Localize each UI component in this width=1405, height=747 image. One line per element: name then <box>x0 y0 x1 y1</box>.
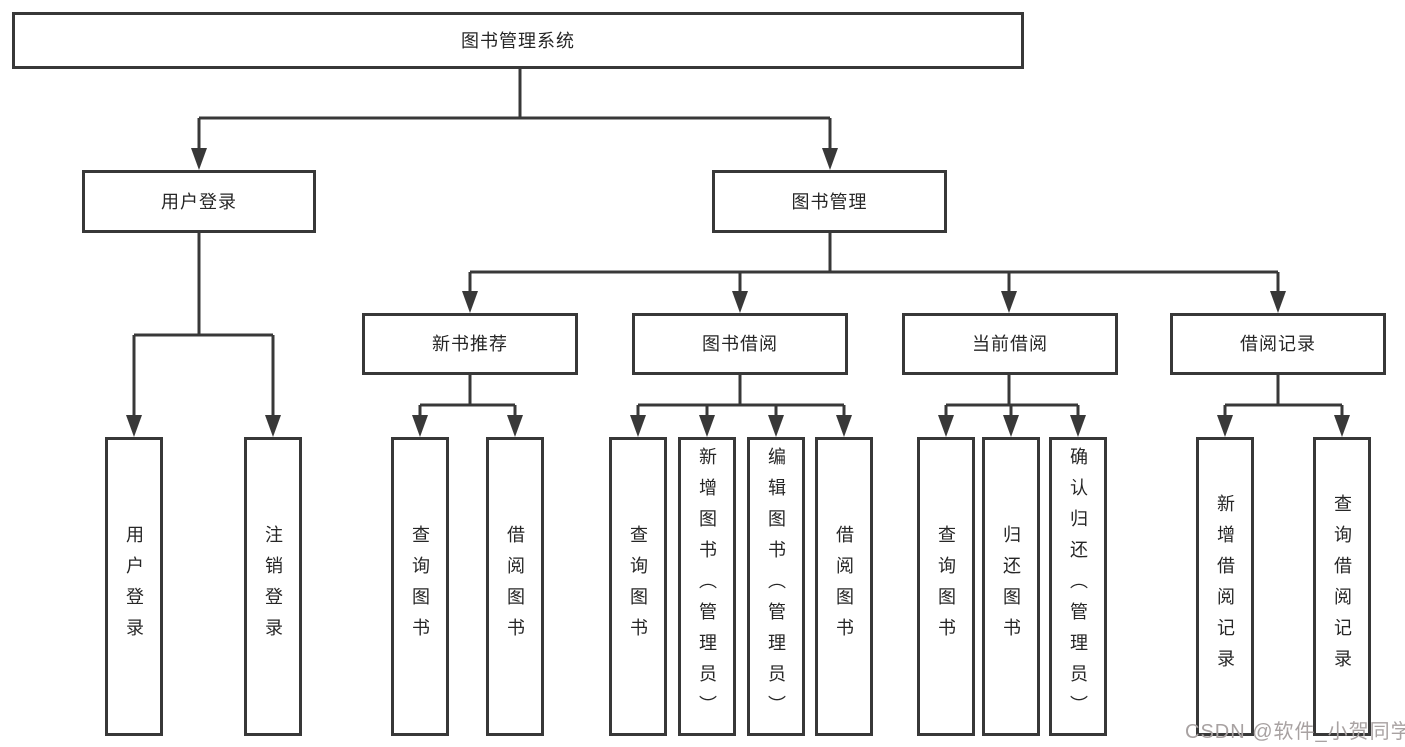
node-leaf-recommend-borrow-book-label: 借阅图书 <box>505 524 525 649</box>
node-leaf-recommend-query-book: 查询图书 <box>391 437 449 736</box>
node-leaf-user-login: 用户登录 <box>105 437 163 736</box>
node-book-management: 图书管理 <box>712 170 947 233</box>
node-root-system-label: 图书管理系统 <box>461 30 575 51</box>
node-leaf-borrow-borrow-book: 借阅图书 <box>815 437 873 736</box>
node-leaf-user-login-label: 用户登录 <box>124 524 144 649</box>
node-user-login: 用户登录 <box>82 170 316 233</box>
node-leaf-logout-label: 注销登录 <box>263 524 283 649</box>
node-current-borrow: 当前借阅 <box>902 313 1118 375</box>
node-leaf-borrow-borrow-book-label: 借阅图书 <box>834 524 854 649</box>
node-leaf-record-query: 查询借阅记录 <box>1313 437 1371 736</box>
node-current-borrow-label: 当前借阅 <box>972 334 1048 354</box>
node-leaf-record-add-label: 新增借阅记录 <box>1215 493 1235 680</box>
node-leaf-borrow-edit-book: 编辑图书（管理员） <box>747 437 805 736</box>
node-book-borrow: 图书借阅 <box>632 313 848 375</box>
node-leaf-record-add: 新增借阅记录 <box>1196 437 1254 736</box>
node-leaf-current-return-book-label: 归还图书 <box>1001 524 1021 649</box>
node-root-system: 图书管理系统 <box>12 12 1024 69</box>
node-leaf-borrow-query-book: 查询图书 <box>609 437 667 736</box>
node-leaf-borrow-query-book-label: 查询图书 <box>628 524 648 649</box>
node-book-management-label: 图书管理 <box>791 191 868 212</box>
node-leaf-borrow-add-book-label: 新增图书（管理员） <box>697 447 717 726</box>
node-new-book-recommend-label: 新书推荐 <box>432 334 508 354</box>
node-leaf-borrow-edit-book-label: 编辑图书（管理员） <box>766 447 786 726</box>
node-leaf-current-confirm-return: 确认归还（管理员） <box>1049 437 1107 736</box>
node-leaf-current-return-book: 归还图书 <box>982 437 1040 736</box>
node-user-login-label: 用户登录 <box>161 191 237 212</box>
node-borrow-record-label: 借阅记录 <box>1240 334 1316 354</box>
node-new-book-recommend: 新书推荐 <box>362 313 578 375</box>
node-leaf-recommend-query-book-label: 查询图书 <box>410 524 430 649</box>
node-leaf-borrow-add-book: 新增图书（管理员） <box>678 437 736 736</box>
node-leaf-record-query-label: 查询借阅记录 <box>1332 493 1352 680</box>
node-leaf-current-confirm-return-label: 确认归还（管理员） <box>1068 447 1088 726</box>
node-leaf-recommend-borrow-book: 借阅图书 <box>486 437 544 736</box>
node-leaf-current-query-book-label: 查询图书 <box>936 524 956 649</box>
node-borrow-record: 借阅记录 <box>1170 313 1386 375</box>
node-leaf-current-query-book: 查询图书 <box>917 437 975 736</box>
csdn-watermark: CSDN @软件_小贺同学 <box>1185 721 1405 743</box>
node-book-borrow-label: 图书借阅 <box>702 334 778 354</box>
node-leaf-logout: 注销登录 <box>244 437 302 736</box>
